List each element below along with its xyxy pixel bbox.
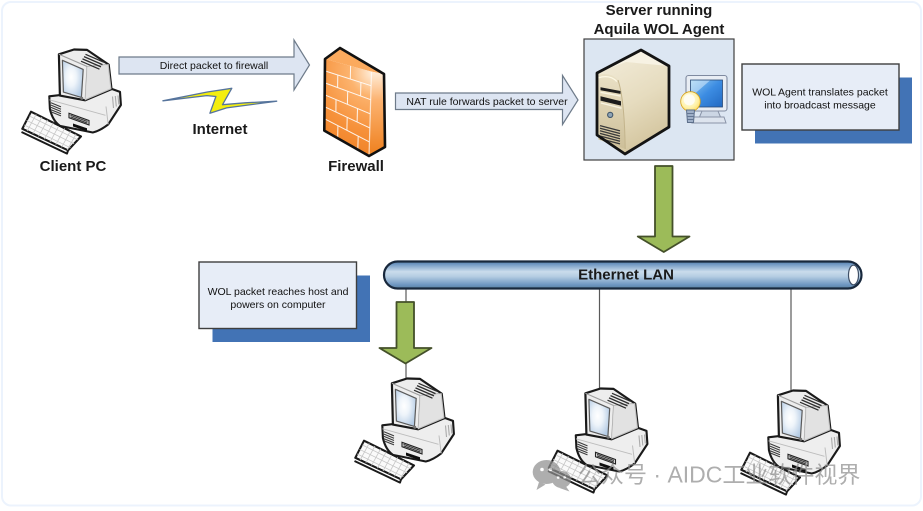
svg-text:Server running: Server running	[606, 2, 713, 19]
svg-text:NAT rule forwards packet to se: NAT rule forwards packet to server	[406, 96, 568, 108]
svg-text:Internet: Internet	[192, 121, 247, 138]
svg-text:Ethernet LAN: Ethernet LAN	[578, 267, 674, 284]
svg-text:Firewall: Firewall	[328, 158, 384, 175]
svg-text:powers on computer: powers on computer	[230, 299, 326, 311]
svg-text:Client PC: Client PC	[40, 158, 107, 175]
svg-text:into broadcast message: into broadcast message	[764, 100, 876, 112]
svg-text:WOL Agent translates packet: WOL Agent translates packet	[752, 87, 888, 99]
svg-text:Aquila WOL Agent: Aquila WOL Agent	[594, 21, 725, 38]
svg-text:Direct packet to firewall: Direct packet to firewall	[160, 60, 269, 72]
svg-text:公众号 · AIDC工业软件视界: 公众号 · AIDC工业软件视界	[578, 462, 860, 488]
svg-text:WOL packet reaches host and: WOL packet reaches host and	[208, 286, 349, 298]
